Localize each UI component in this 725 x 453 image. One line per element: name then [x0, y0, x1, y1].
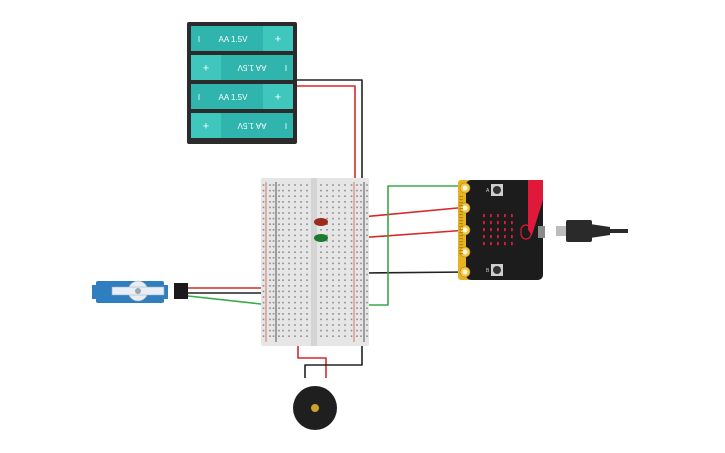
green-led[interactable]	[314, 234, 328, 242]
battery-pack[interactable]: + I AA 1.5V + I AA 1.5V + I AA 1.5V + I AA 1.5V	[187, 22, 297, 144]
battery-plus-end	[191, 113, 221, 138]
battery-plus-end	[191, 55, 221, 80]
battery-cell-3: + I AA 1.5V	[191, 84, 293, 109]
battery-minus-symbol: I	[198, 93, 200, 102]
servo-motor[interactable]	[92, 280, 188, 303]
battery-cell-label: AA 1.5V	[219, 93, 249, 102]
red-led[interactable]	[314, 218, 328, 226]
battery-cell-label: AA 1.5V	[219, 35, 249, 44]
button-b-label: B	[486, 268, 490, 274]
usb-port	[538, 226, 545, 238]
servo-shaft	[135, 288, 141, 294]
microbit-pads	[459, 182, 471, 278]
usb-cable[interactable]	[556, 220, 628, 242]
servo-connector	[174, 283, 188, 299]
battery-plus-symbol: +	[275, 34, 281, 46]
servo-mount-left	[92, 285, 98, 299]
breadboard[interactable]	[261, 178, 369, 346]
battery-plus-end	[263, 26, 293, 51]
usb-plug-body	[566, 220, 592, 242]
battery-black-wire[interactable]	[296, 79, 363, 190]
microbit-logo-accent	[528, 180, 543, 235]
led-matrix	[483, 214, 513, 246]
battery-minus-symbol: I	[198, 35, 200, 44]
microbit-board[interactable]: A B	[458, 180, 545, 280]
battery-cell-label: AA 1.5V	[237, 63, 267, 72]
buzzer-black-wire[interactable]	[304, 340, 363, 378]
battery-minus-symbol: I	[285, 122, 287, 131]
battery-minus-symbol: I	[285, 64, 287, 73]
battery-cell-2: + I AA 1.5V	[191, 55, 293, 80]
signal-green-wire[interactable]	[355, 185, 468, 306]
battery-cell-4: + I AA 1.5V	[191, 113, 293, 138]
battery-plus-symbol: +	[275, 92, 281, 104]
touch-logo-icon[interactable]	[520, 224, 532, 240]
breadboard-holes	[262, 184, 368, 337]
battery-red-wire[interactable]	[296, 85, 356, 190]
button-a-label: A	[486, 188, 490, 194]
battery-plus-symbol: +	[203, 63, 209, 75]
button-a-cap	[493, 186, 501, 194]
green-led-body	[314, 234, 328, 242]
usb-plug-metal	[556, 226, 568, 236]
battery-cell-label: AA 1.5V	[237, 121, 267, 130]
buzzer-center	[311, 404, 319, 412]
usb-cable-strain	[590, 224, 610, 238]
battery-cell-1: + I AA 1.5V	[191, 26, 293, 51]
ground-wire-microbit[interactable]	[361, 271, 469, 274]
piezo-buzzer[interactable]	[293, 386, 337, 430]
button-b[interactable]: B	[486, 264, 503, 276]
button-b-cap	[493, 266, 501, 274]
button-a[interactable]: A	[486, 184, 503, 196]
battery-plus-symbol: +	[203, 121, 209, 133]
breadboard-center-channel	[311, 178, 317, 346]
battery-plus-end	[263, 84, 293, 109]
red-led-body	[314, 218, 328, 226]
servo-mount-right	[162, 285, 168, 299]
